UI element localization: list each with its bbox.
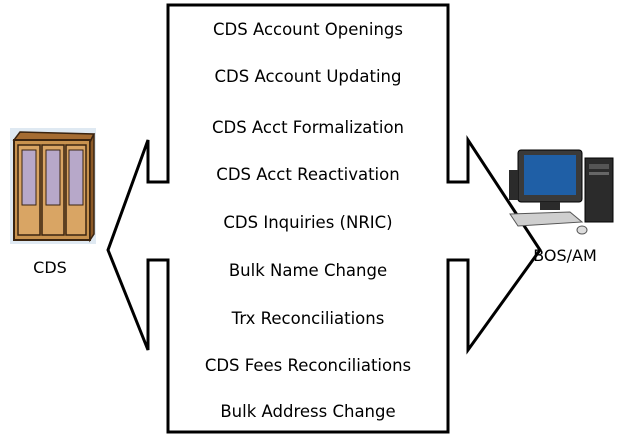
- function-item: CDS Acct Formalization: [211, 118, 405, 137]
- bos-am-label: BOS/AM: [533, 246, 597, 265]
- function-item: Bulk Name Change: [228, 261, 388, 280]
- double-arrow-outline: [106, 3, 542, 434]
- function-item: CDS Account Updating: [214, 67, 402, 86]
- filing-cabinet-icon: [10, 128, 96, 244]
- function-item: CDS Account Openings: [213, 20, 403, 39]
- cds-label: CDS: [33, 258, 67, 277]
- desktop-computer-icon: [509, 149, 614, 235]
- function-item: Trx Reconciliations: [231, 309, 385, 328]
- function-item: Bulk Address Change: [220, 402, 396, 421]
- function-item: CDS Fees Reconciliations: [204, 356, 412, 375]
- function-item: CDS Acct Reactivation: [216, 165, 400, 184]
- function-item: CDS Inquiries (NRIC): [223, 213, 393, 232]
